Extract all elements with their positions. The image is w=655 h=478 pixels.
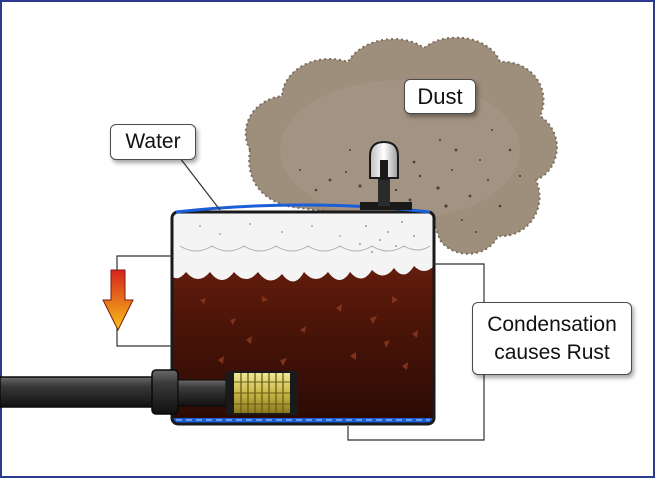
condensation-label: Condensation causes Rust xyxy=(472,302,632,375)
breather-cap-icon xyxy=(360,140,412,210)
inline-filter-icon xyxy=(226,371,298,415)
dust-label-text: Dust xyxy=(417,83,463,109)
leader-lines xyxy=(179,157,485,441)
water-label: Water xyxy=(110,124,196,160)
dust-cloud xyxy=(244,36,558,255)
water-label-text: Water xyxy=(125,130,181,153)
condensation-label-line1: Condensation xyxy=(487,312,617,336)
dust-label: Dust xyxy=(404,79,476,114)
down-arrow-icon xyxy=(102,255,172,347)
outlet-pipe xyxy=(0,369,227,415)
condensation-label-line2: causes Rust xyxy=(494,340,610,364)
